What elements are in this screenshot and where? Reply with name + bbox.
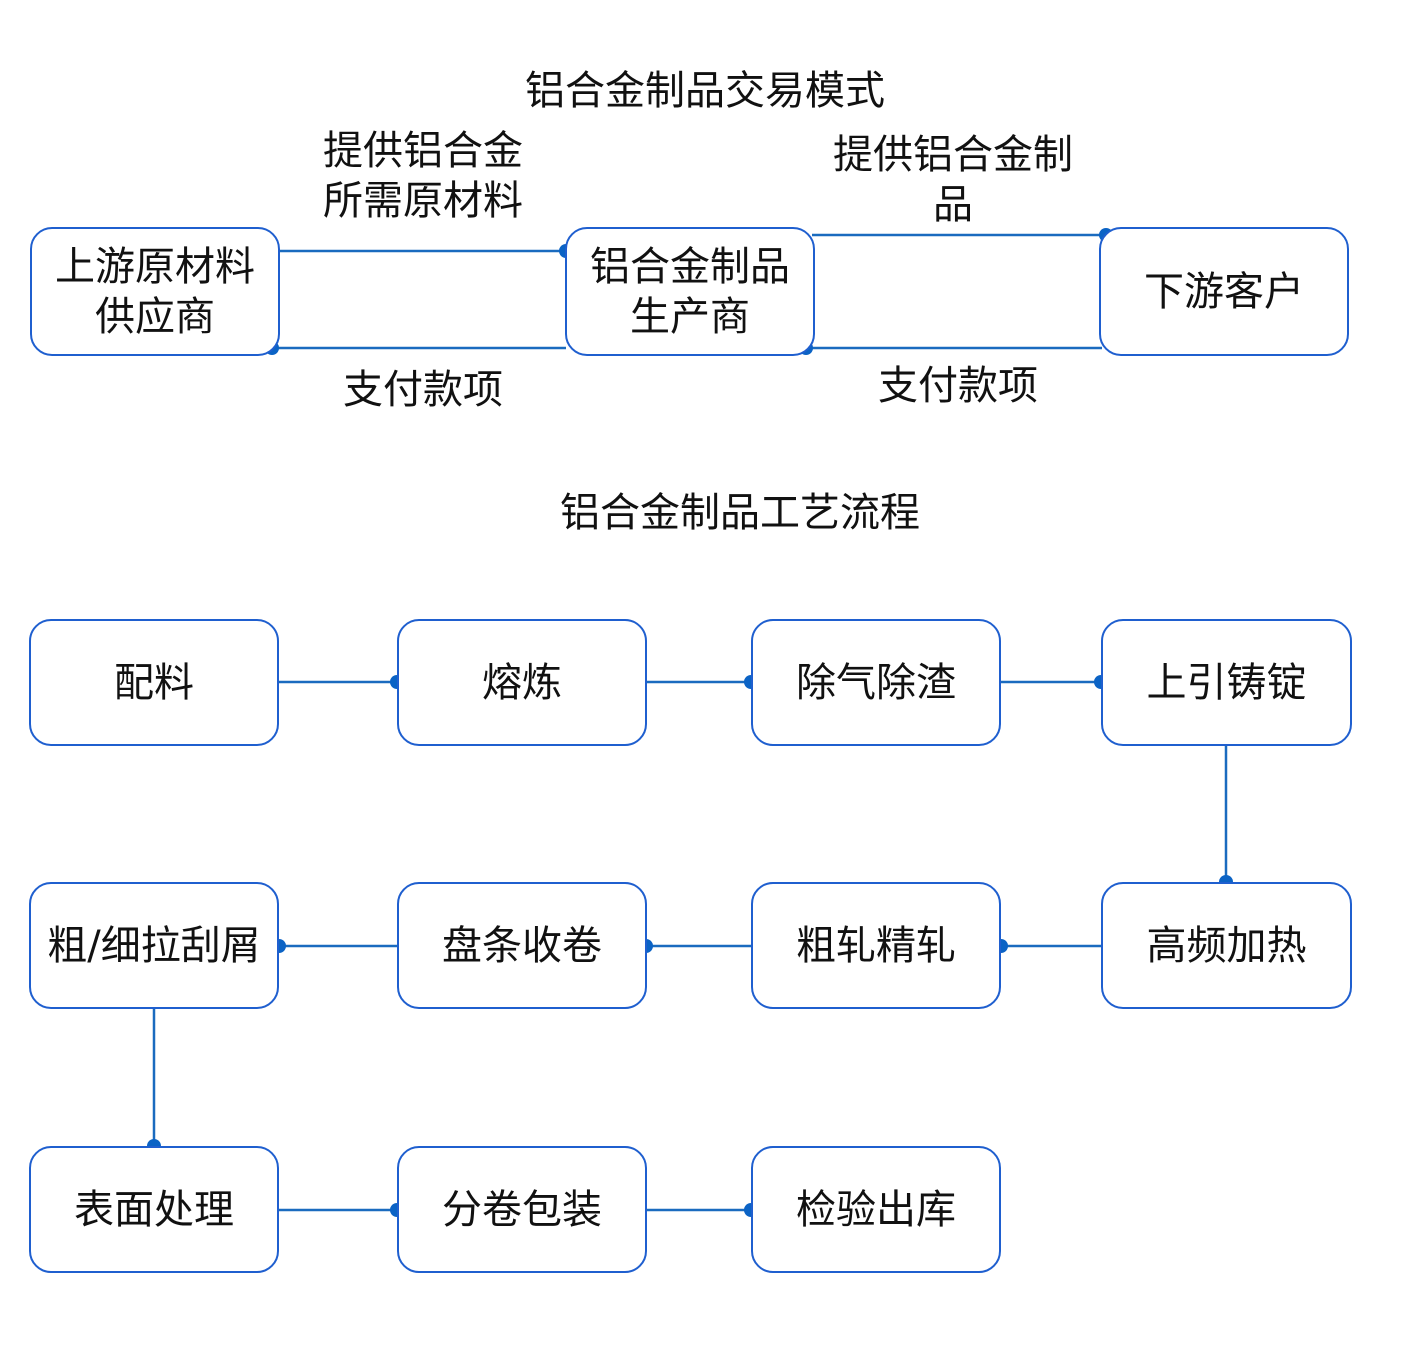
- step-surface: 表面处理: [29, 1146, 279, 1273]
- step-batching: 配料: [29, 619, 279, 746]
- step-coiling: 盘条收卷: [397, 882, 647, 1009]
- label-pay-right: 支付款项: [878, 363, 1038, 409]
- trade-title: 铝合金制品交易模式: [525, 68, 885, 114]
- step-hf-heating: 高频加热: [1101, 882, 1352, 1009]
- node-customer: 下游客户: [1099, 227, 1349, 356]
- step-rolling: 粗轧精轧: [751, 882, 1001, 1009]
- label-materials: 提供铝合金 所需原材料: [323, 128, 523, 224]
- step-packaging: 分卷包装: [397, 1146, 647, 1273]
- step-drawing: 粗/细拉刮屑: [29, 882, 279, 1009]
- step-upcasting: 上引铸锭: [1101, 619, 1352, 746]
- step-degassing: 除气除渣: [751, 619, 1001, 746]
- label-products: 提供铝合金制 品: [833, 132, 1073, 228]
- process-title: 铝合金制品工艺流程: [560, 490, 920, 536]
- node-producer: 铝合金制品 生产商: [565, 227, 815, 356]
- step-smelting: 熔炼: [397, 619, 647, 746]
- node-supplier: 上游原材料 供应商: [30, 227, 280, 356]
- label-pay-left: 支付款项: [343, 367, 503, 413]
- step-inspection: 检验出库: [751, 1146, 1001, 1273]
